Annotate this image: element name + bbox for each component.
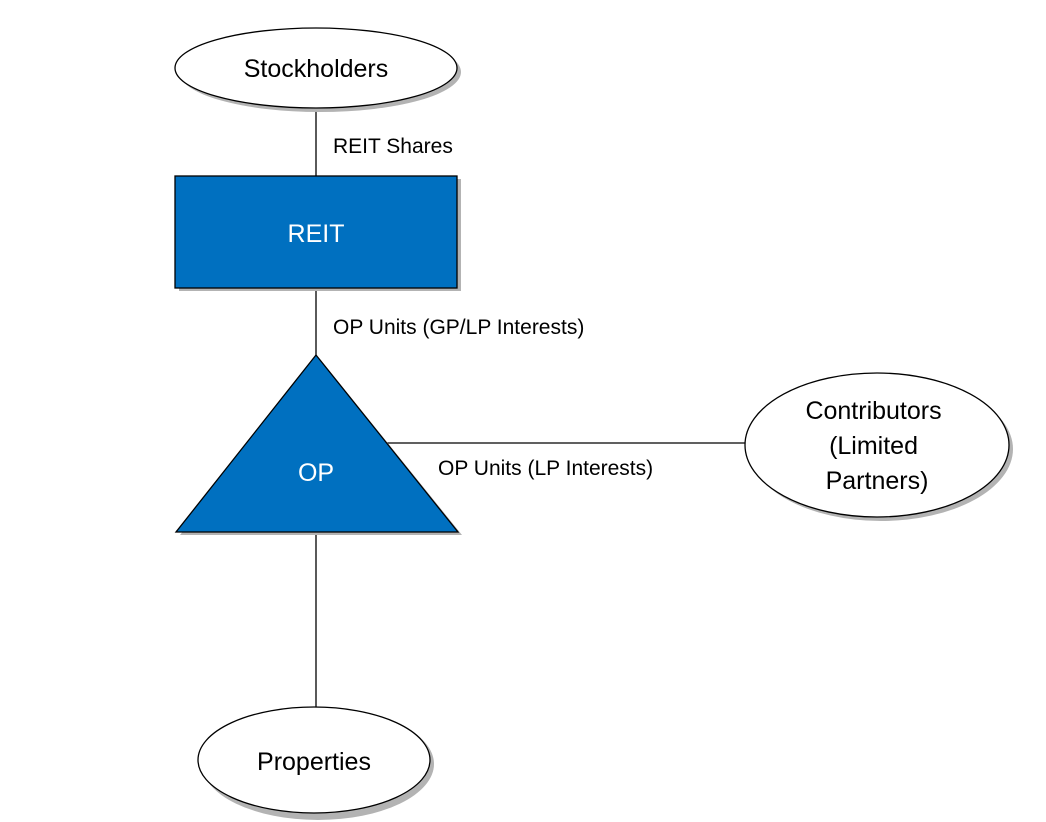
- op-units-lp-edge-label: OP Units (LP Interests): [438, 457, 653, 480]
- stockholders-ellipse: [174, 27, 458, 109]
- reit-shares-edge-label: REIT Shares: [333, 135, 453, 158]
- reit-box: [174, 175, 458, 289]
- stockholders-label: Stockholders: [244, 55, 389, 83]
- op-triangle: [174, 353, 460, 533]
- contributors-label-line-3: Partners): [826, 467, 929, 495]
- contributors-label-line-1: Contributors: [805, 397, 941, 425]
- properties-label: Properties: [257, 748, 371, 776]
- reit-node: REIT: [174, 175, 461, 291]
- properties-ellipse: [197, 706, 431, 814]
- properties-node: Properties: [197, 706, 434, 820]
- op-node: OP: [174, 353, 462, 535]
- contributors-node: Contributors (Limited Partners): [744, 372, 1013, 521]
- op-units-gp-lp-edge-label: OP Units (GP/LP Interests): [333, 316, 584, 339]
- contributors-label-line-2: (Limited: [829, 432, 918, 460]
- op-label: OP: [298, 459, 334, 487]
- contributors-ellipse: [744, 372, 1010, 518]
- reit-label: REIT: [288, 220, 345, 248]
- stockholders-node: Stockholders: [174, 27, 461, 112]
- contributors-label: Contributors (Limited Partners): [805, 397, 948, 495]
